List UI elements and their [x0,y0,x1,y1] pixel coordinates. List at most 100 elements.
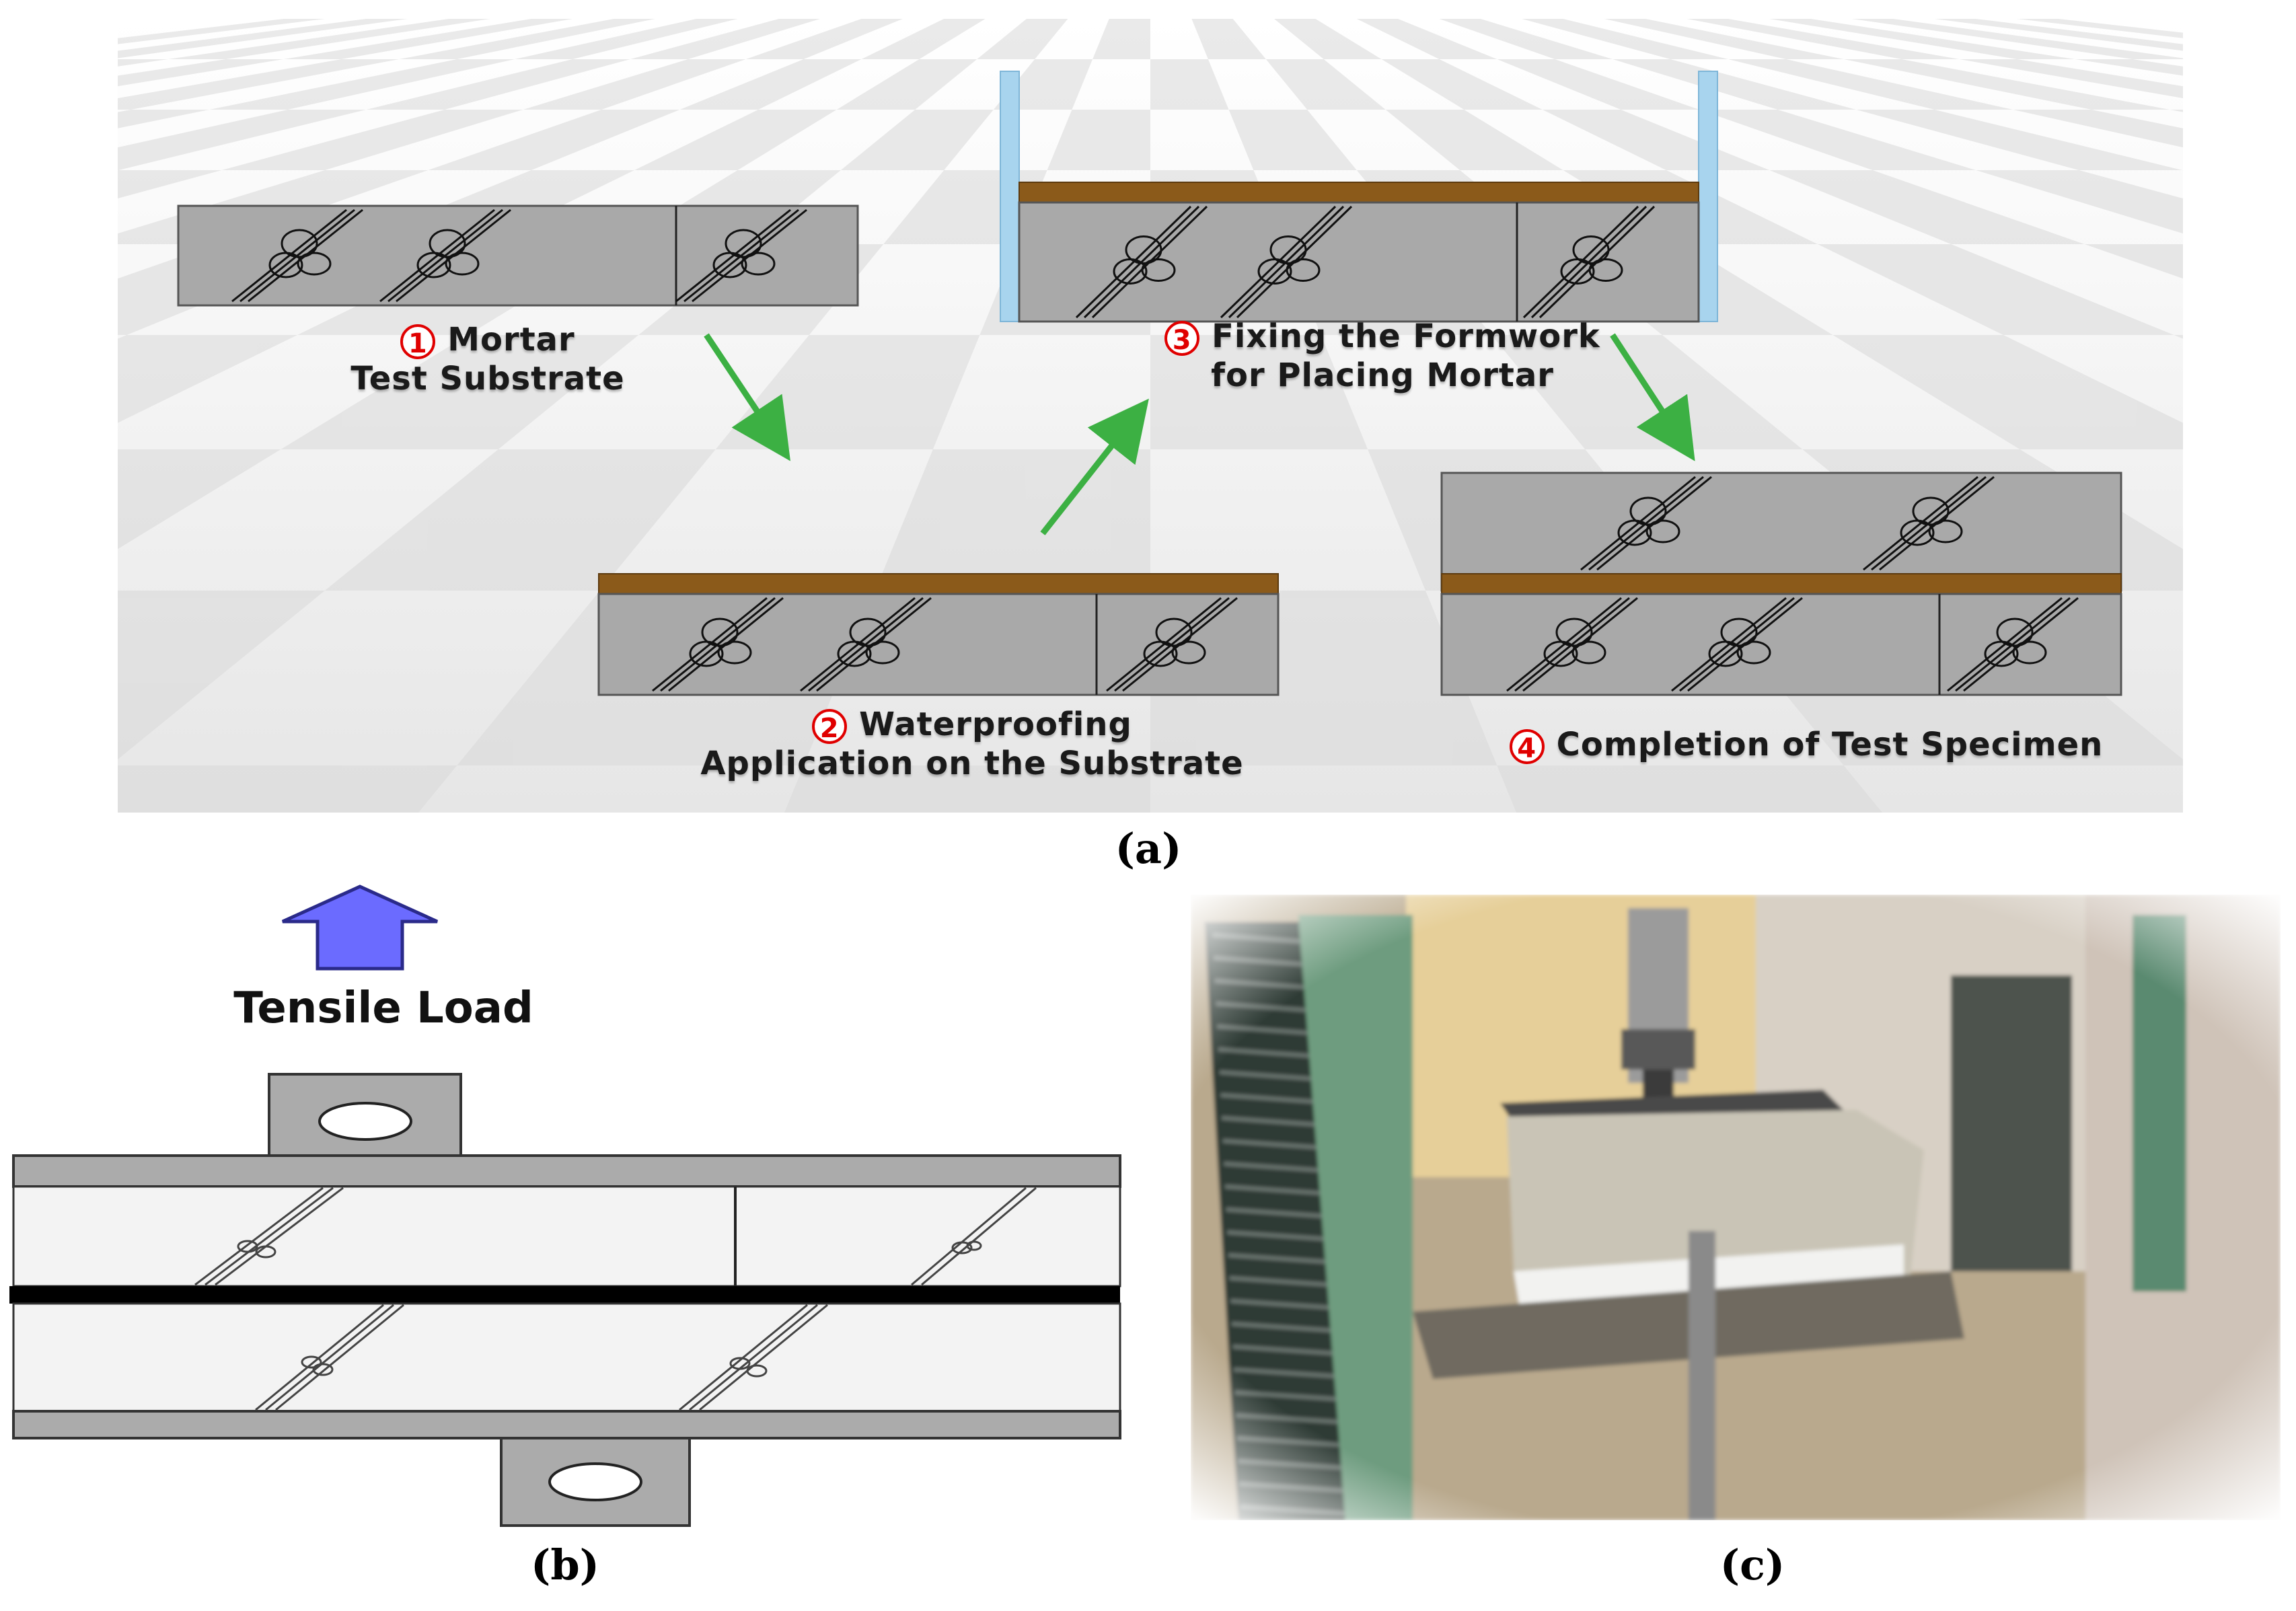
checker-tile [0,59,168,83]
checker-tile [1191,19,1266,59]
checker-tile [1274,19,1382,59]
rebar-glyph [1075,205,1208,319]
checker-tile [2017,19,2296,52]
rebar-glyph [1580,476,1712,571]
step4-number: 4 [1509,729,1545,764]
panel-a-canvas [0,19,2296,813]
checker-tile [1687,19,1960,59]
tensile-load-label: Tensile Load [233,983,533,1033]
checker-tile [784,765,1150,813]
waterproofing-layer [9,1286,1120,1304]
checker-tile [1843,59,2170,110]
step4-label: 4 Completion of Test Specimen [1436,725,2176,764]
checker-tile [630,19,821,59]
checker-tile [1852,19,2191,59]
checker-tile [366,59,630,110]
rebar-glyph [1947,597,2079,692]
top-steel-plate [12,1154,1121,1188]
checker-tile [515,19,738,59]
upper-mortar-block [12,1185,1121,1287]
step3-label-line1: Fixing the Formwork [1212,317,1600,355]
checker-tile [1497,59,1699,110]
step3-rebars [1075,205,1656,319]
arrow-step2-to-step3 [1040,398,1149,535]
step2-waterproofing-layer [598,573,1279,595]
step2-label-line2: Application on the Substrate [700,745,1244,782]
step2-rebars [652,597,1238,692]
checker-tile [1769,170,2085,244]
checker-tile [1497,765,1882,813]
step4-waterproofing-layer [1441,573,2122,595]
arrow-step3-to-step4 [1610,333,1695,461]
step1-number: 1 [400,324,436,359]
panel-c-test-photo [1191,895,2281,1520]
checker-tile [1439,19,1613,59]
checker-tile [1817,244,2174,335]
checker-tile [1832,335,2237,449]
checker-tile [52,765,457,813]
checker-tile [1228,110,1357,170]
step2-number: 2 [812,709,848,744]
rebar-glyph [1106,597,1238,692]
bottom-grip-plate [500,1437,691,1527]
caption-a: (a) [1115,824,1182,873]
rebar-glyph [1522,205,1656,319]
checker-tile [1265,59,1386,110]
checker-tile [0,59,284,106]
checker-tile [221,110,523,170]
panel-b-rebars [194,1187,1037,1411]
tensile-load-arrow [281,885,439,971]
formwork-left-panel [1000,71,1020,322]
step4-rebars-top [1580,476,1995,571]
rebar-glyph [800,597,932,692]
checker-tile [168,19,490,59]
panel-b-tensile-schematic [9,885,1121,1527]
rebar-glyph [1220,205,1353,319]
checker-tile [679,59,862,110]
rebar-glyph [1506,597,1638,692]
rebar-glyph [231,209,363,303]
step3-label-line2: for Placing Mortar [1211,357,1554,394]
checker-tile [1769,19,2075,59]
checker-tile [399,19,655,59]
rebar-glyph [1863,476,1995,571]
checker-tile [1150,335,1368,449]
step2-label-line1: Waterproofing [859,706,1132,743]
rebar-glyph [675,209,807,303]
bottom-grip-hole [548,1462,642,1501]
step3-waterproofing-layer [1019,182,1699,203]
checker-tile [861,19,986,59]
checker-tile [1604,19,1844,59]
step3-label: 3 Fixing the Formwork for Placing Mortar [1080,317,1685,395]
caption-b: (b) [530,1540,600,1589]
checker-tile [1093,19,1150,59]
step3-number: 3 [1164,321,1200,356]
checker-tile [745,19,903,59]
checker-tile [52,59,400,110]
checker-tile [836,59,977,110]
bottom-steel-plate [12,1410,1121,1439]
checker-tile [0,19,325,59]
lower-mortar-block [12,1302,1121,1413]
checker-tile [1699,110,1976,170]
step4-rebars-bottom [1506,597,2079,692]
checker-tile [1356,19,1497,59]
caption-c: (c) [1719,1540,1785,1589]
step4-label-line1: Completion of Test Specimen [1556,726,2104,763]
checker-tile [281,335,639,449]
formwork-right-panel [1698,71,1718,322]
checker-tile [840,110,994,170]
step1-label-line2: Test Substrate [350,360,625,398]
panel-a-process-diagram: 1 Mortar Test Substrate 2 Waterproofing Ap… [0,19,2296,813]
checker-tile [1385,110,1563,170]
checker-tile [52,19,408,59]
checker-tile [1150,59,1229,110]
arrow-step1-to-step2 [704,333,790,461]
checker-tile [1381,59,1543,110]
step4-top-mortar [1440,472,2122,592]
rebar-glyph [652,597,784,692]
checker-tile [324,449,716,591]
step1-label-line1: Mortar [447,321,575,359]
step1-rebars [231,209,807,303]
checker-tile [283,19,573,59]
